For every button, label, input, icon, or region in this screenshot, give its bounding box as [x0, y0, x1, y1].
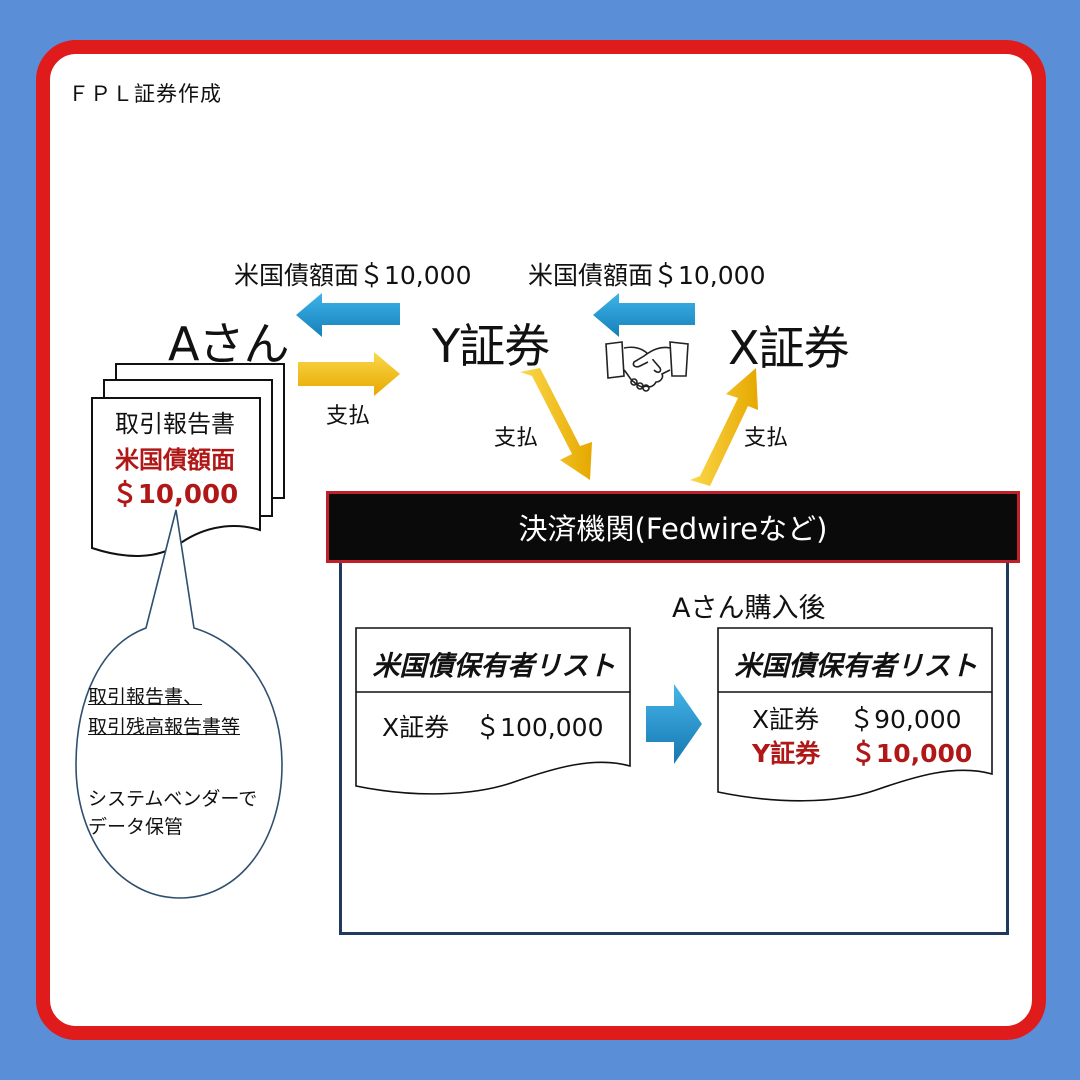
settlement-header: 決済機関(Fedwireなど) [326, 491, 1020, 563]
trade-report-line1: 米国債額面 [115, 446, 235, 474]
bubble-line-4: データ保管 [88, 816, 184, 838]
after-purchase-label: Aさん購入後 [672, 593, 826, 624]
holder-list-before-title: 米国債保有者リスト [372, 651, 616, 682]
arrow-right-icon [298, 352, 400, 396]
party-y: Y証券 [432, 319, 550, 373]
page-title: ＦＰＬ証券作成 [68, 82, 222, 106]
party-x: X証券 [728, 321, 850, 375]
holder-list-after-row-highlight: Y証券 ＄10,000 [752, 734, 972, 770]
flow-label-y-to-a: 米国債額面＄10,000 [234, 261, 472, 290]
bubble-line-1: 取引報告書、 [88, 686, 203, 708]
arrow-left-icon [593, 293, 695, 337]
bubble-line-3: システムベンダーで [88, 788, 258, 810]
flow-label-y-to-settlement: 支払 [494, 426, 539, 451]
bubble-line-2: 取引残高報告書等 [88, 716, 241, 738]
flow-label-x-to-y: 米国債額面＄10,000 [528, 261, 766, 290]
party-a: Aさん [168, 317, 289, 371]
arrow-left-icon [296, 293, 400, 337]
holder-amount: ＄100,000 [475, 713, 604, 742]
settlement-title: 決済機関(Fedwireなど) [518, 512, 828, 546]
arrow-down-right-icon [520, 368, 592, 480]
handshake-icon [605, 341, 689, 392]
holder-list-before-row: X証券 ＄100,000 [382, 708, 603, 744]
flow-label-a-to-y: 支払 [326, 404, 371, 429]
flow-label-settlement-to-x: 支払 [744, 426, 789, 451]
holder-list-after-doc [717, 627, 993, 802]
speech-bubble [75, 509, 283, 899]
trade-report-document-icon [91, 363, 285, 557]
trade-report-title: 取引報告書 [115, 410, 235, 438]
trade-report-amount: ＄10,000 [111, 480, 239, 510]
holder-name: Y証券 [752, 739, 821, 768]
holder-name: X証券 [382, 713, 450, 742]
holder-amount: ＄90,000 [849, 705, 962, 734]
arrow-right-icon [646, 684, 702, 764]
arrow-up-right-icon [690, 368, 758, 486]
holder-list-after-title: 米国債保有者リスト [734, 651, 978, 682]
holder-amount: ＄10,000 [850, 739, 973, 768]
holder-list-before-doc [355, 627, 631, 795]
holder-list-after-row: X証券 ＄90,000 [752, 700, 962, 736]
holder-name: X証券 [752, 705, 820, 734]
